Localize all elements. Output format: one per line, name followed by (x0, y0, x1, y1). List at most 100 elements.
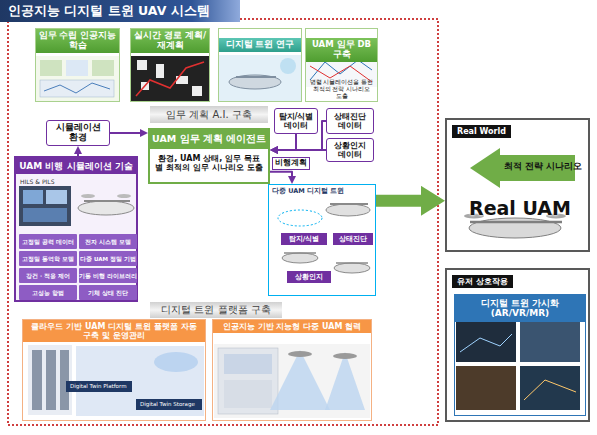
technology-tag: 고정밀 동역학 모델 (19, 251, 77, 266)
illustration-shape (520, 366, 580, 410)
node-heading: 고정밀 동역학 모델 (19, 255, 77, 261)
illustration-shape (84, 200, 130, 202)
connector-arrow (110, 132, 140, 134)
image-label: Digital Twin Storage (140, 401, 195, 407)
node-heading: 임무 계획 A.I. 구축 (150, 109, 268, 121)
illustration-shape (236, 76, 276, 78)
node-heading: 인공지능 기반 지능형 다중 UAM 협력 (213, 320, 371, 333)
node-heading: 상태진단 (333, 235, 373, 243)
illustration-shape (460, 334, 512, 352)
diagram-title: 인공지능 디지털 트윈 UAV 시스템 (0, 0, 240, 22)
node-heading: 고성능 항법 (19, 289, 77, 295)
illustration-shape (282, 253, 318, 263)
visualization-box: 디지털 트윈 가시화 (AR/VR/MR) (454, 294, 586, 416)
illustration-shape (136, 399, 202, 410)
section-band: 디지털 트윈 플랫폼 구축 (150, 302, 282, 318)
illustration-shape (218, 348, 278, 414)
node-heading: UAM 비행 시뮬레이션 기술 (16, 158, 136, 174)
simulation-box: UAM 비행 시뮬레이션 기술 HILS & PILS 고정밀 공력 데이터전자 시… (14, 156, 138, 302)
illustration-shape (46, 350, 56, 410)
illustration-shape (326, 204, 370, 216)
connector-arrow (278, 134, 296, 150)
task-box: 실시간 경로 계획/재계획 (130, 28, 210, 102)
illustration-shape (456, 366, 516, 410)
illustration-shape (270, 350, 330, 410)
illustration-shape (219, 55, 301, 101)
illustration-shape (278, 210, 322, 226)
node-heading: 고정밀 공력 데이터 (19, 238, 77, 244)
node-heading: 상황인지 데이터 (327, 141, 373, 159)
node-heading: 기체 상태 진단 (79, 289, 137, 295)
node-heading: 다중 UAM 디지털 트윈 (272, 188, 344, 195)
illustration-shape (224, 354, 272, 374)
system-boundary (8, 19, 438, 425)
technology-tag: 고정밀 공력 데이터 (19, 234, 77, 249)
illustration-shape (310, 60, 372, 80)
interaction-box: 유저 상호작용디지털 트윈 가시화 (AR/VR/MR) (445, 268, 590, 422)
node-heading: 클라우드 기반 UAM 디지털 트윈 플랫폼 자동 구축 및 운영관리 (23, 320, 205, 342)
connector-arrow (77, 154, 79, 156)
task-box: UAM 임무 DB 구축병렬 시뮬레이션을 통한 최적의 전략 시나리오 도출 (305, 28, 378, 102)
illustration-shape (44, 83, 110, 93)
illustration-shape (520, 322, 580, 362)
illustration-shape (469, 218, 561, 238)
platform-box: 인공지능 기반 지능형 다중 UAM 협력 (212, 319, 372, 421)
section-band: 임무 계획 A.I. 구축 (150, 106, 268, 123)
node-heading: 디지털 트윈 연구 (219, 38, 301, 52)
data-box: 상황인지 데이터 (326, 138, 374, 162)
illustration-shape (23, 190, 43, 204)
node-body: Real UAM (469, 198, 571, 220)
connector-arrow (278, 149, 326, 151)
node-heading: 디지털 트윈 가시화 (AR/VR/MR) (455, 295, 585, 322)
illustration-shape (36, 56, 119, 101)
node-heading: 상황인지 (287, 273, 331, 281)
illustration-shape (470, 221, 562, 224)
illustration-shape (32, 350, 42, 410)
illustration-shape (524, 380, 576, 400)
technology-tag: 기동 비행 라이브러리 (79, 268, 137, 283)
illustration-shape (325, 352, 365, 410)
illustration-shape (92, 60, 114, 76)
illustration-shape (192, 86, 202, 96)
task-box: 디지털 트윈 연구 (218, 28, 302, 102)
function-tag: 탐지/식별 (281, 233, 327, 245)
illustration-shape (154, 352, 198, 372)
function-tag: 상태진단 (333, 233, 373, 245)
illustration-shape (46, 190, 67, 204)
edge-label: 비행계획 (272, 157, 310, 170)
illustration-shape (137, 60, 147, 70)
node-heading: 탐지/식별 데이터 (275, 112, 317, 130)
world-box: Real WorldReal UAM (445, 118, 590, 252)
technology-tag: 강건 · 적응 제어 (19, 268, 77, 283)
node-heading: 탐지/식별 (281, 235, 327, 243)
illustration-shape (15, 157, 137, 301)
illustration-shape (456, 322, 516, 362)
node-heading: 디지털 트윈 플랫폼 구축 (150, 304, 282, 316)
illustration-shape (334, 263, 370, 273)
illustration-shape (19, 186, 71, 226)
node-heading: UAM 임무 DB 구축 (306, 38, 377, 62)
illustration-shape (229, 75, 281, 89)
illustration-shape (131, 56, 209, 101)
image-label: Digital Twin Platform (70, 383, 127, 389)
node-body: 환경, UAM 상태, 임무 목표 별 최적의 임무 시나리오 도출 (150, 154, 268, 172)
node-heading: 유저 상호작용 (452, 275, 513, 288)
illustration-shape (28, 345, 72, 415)
node-heading: UAM 임무 계획 에이전트 (150, 130, 268, 149)
node-heading: 전자 시스템 모델 (79, 238, 137, 244)
illustration-shape (284, 252, 316, 254)
illustration-shape (333, 353, 357, 359)
illustration-shape (156, 64, 164, 78)
node-heading: 강건 · 적응 제어 (19, 272, 77, 278)
illustration-shape (81, 194, 95, 198)
technology-tag: 기체 상태 진단 (79, 285, 137, 300)
image-label: 최적 전략 시나리오 (504, 162, 582, 172)
task-box: 임무 수립 인공지능 학습 (35, 28, 120, 102)
illustration-shape (224, 380, 272, 408)
technology-tag: 다중 UAM 정밀 기법 (79, 251, 137, 266)
node-body: HILS & PILS (20, 179, 54, 186)
technology-tag: 전자 시스템 모델 (79, 234, 137, 249)
connector-arrow (270, 172, 292, 176)
